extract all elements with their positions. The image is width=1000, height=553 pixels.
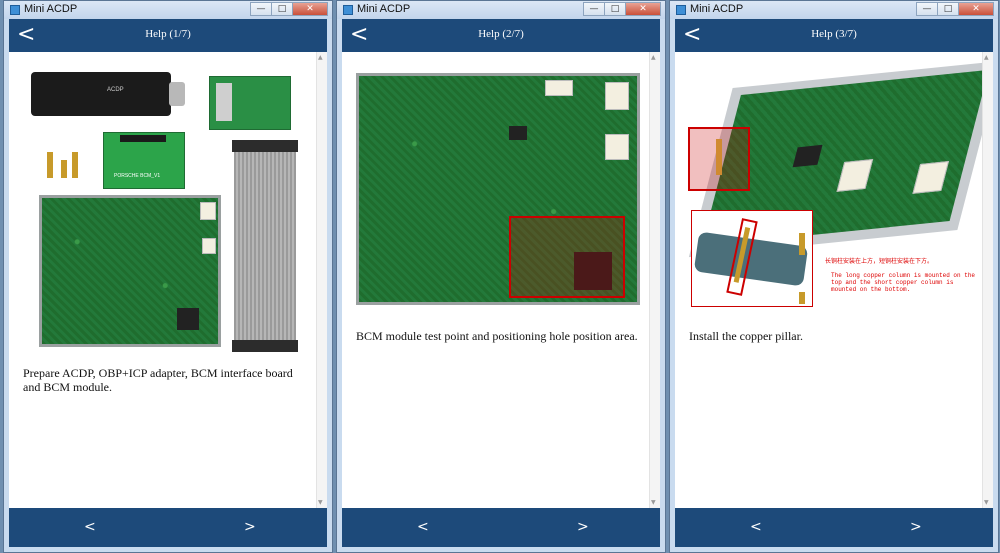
scrollbar[interactable]: ▲ ▼ (982, 52, 993, 508)
next-page-button[interactable]: > (910, 519, 922, 535)
bcm-module-image (39, 195, 221, 347)
close-button[interactable]: ✕ (958, 2, 994, 16)
ribbon-cable-image (232, 140, 298, 352)
close-button[interactable]: ✕ (292, 2, 328, 16)
back-icon[interactable]: < (683, 22, 702, 47)
minimize-button[interactable]: — (916, 2, 938, 16)
next-page-button[interactable]: > (577, 519, 589, 535)
copper-pillar-image (72, 152, 78, 178)
pager-bar: < > (675, 508, 993, 547)
content-area: BCM module test point and positioning ho… (342, 52, 660, 508)
obp-icp-adapter-image (209, 76, 291, 130)
page-title: Help (2/7) (478, 28, 524, 40)
pillar-note-cn: 长铜柱安装在上方，短铜柱安装在下方。 (825, 259, 934, 265)
help-window-3: Mini ACDP — □ ✕ < Help (3/7) (669, 0, 999, 553)
bcm-interface-board-image: PORSCHE BCM_V1 (103, 132, 185, 189)
page-title: Help (3/7) (811, 28, 857, 40)
window-title: Mini ACDP (24, 3, 78, 15)
content-area: ACDP PORSCHE BCM_V1 (9, 52, 327, 508)
title-bar[interactable]: Mini ACDP — □ ✕ (670, 1, 998, 19)
app-icon (676, 5, 686, 15)
page-title: Help (1/7) (145, 28, 191, 40)
minimize-button[interactable]: — (250, 2, 272, 16)
device-label: ACDP (107, 87, 124, 93)
copper-pillar-image (61, 160, 67, 178)
app-icon (10, 5, 20, 15)
test-point-highlight (509, 216, 625, 298)
pillar-position-highlight (688, 127, 750, 191)
copper-pillar-image (47, 152, 53, 178)
help-window-2: Mini ACDP — □ ✕ < Help (2/7) BCM module … (336, 0, 666, 553)
pager-bar: < > (342, 508, 660, 547)
board-label: PORSCHE BCM_V1 (114, 173, 161, 179)
zoom-inset (691, 210, 813, 307)
help-window-1: Mini ACDP — □ ✕ < Help (1/7) ACDP PORSCH… (3, 0, 333, 553)
maximize-button[interactable]: □ (271, 2, 293, 16)
window-title: Mini ACDP (357, 3, 411, 15)
content-area: 长铜柱安装在上方，短铜柱安装在下方。 The long copper colum… (675, 52, 993, 508)
prev-page-button[interactable]: < (417, 519, 429, 535)
back-icon[interactable]: < (350, 22, 369, 47)
nav-bar: < Help (3/7) (675, 19, 993, 52)
close-button[interactable]: ✕ (625, 2, 661, 16)
title-bar[interactable]: Mini ACDP — □ ✕ (4, 1, 332, 19)
back-icon[interactable]: < (17, 22, 36, 47)
short-copper-pillar-image (799, 292, 805, 304)
help-caption: Prepare ACDP, OBP+ICP adapter, BCM inter… (23, 366, 293, 394)
prev-page-button[interactable]: < (84, 519, 96, 535)
nav-bar: < Help (2/7) (342, 19, 660, 52)
next-page-button[interactable]: > (244, 519, 256, 535)
nav-bar: < Help (1/7) (9, 19, 327, 52)
help-caption: Install the copper pillar. (689, 329, 803, 343)
pager-bar: < > (9, 508, 327, 547)
scrollbar[interactable]: ▲ ▼ (316, 52, 327, 508)
prev-page-button[interactable]: < (750, 519, 762, 535)
scrollbar[interactable]: ▲ ▼ (649, 52, 660, 508)
maximize-button[interactable]: □ (604, 2, 626, 16)
app-icon (343, 5, 353, 15)
minimize-button[interactable]: — (583, 2, 605, 16)
maximize-button[interactable]: □ (937, 2, 959, 16)
window-title: Mini ACDP (690, 3, 744, 15)
help-caption: BCM module test point and positioning ho… (356, 329, 638, 343)
pillar-note-en: The long copper column is mounted on the… (831, 272, 976, 293)
long-copper-pillar-image (799, 233, 805, 255)
bcm-board-image (356, 73, 640, 305)
acdp-device-image: ACDP (31, 72, 185, 116)
title-bar[interactable]: Mini ACDP — □ ✕ (337, 1, 665, 19)
